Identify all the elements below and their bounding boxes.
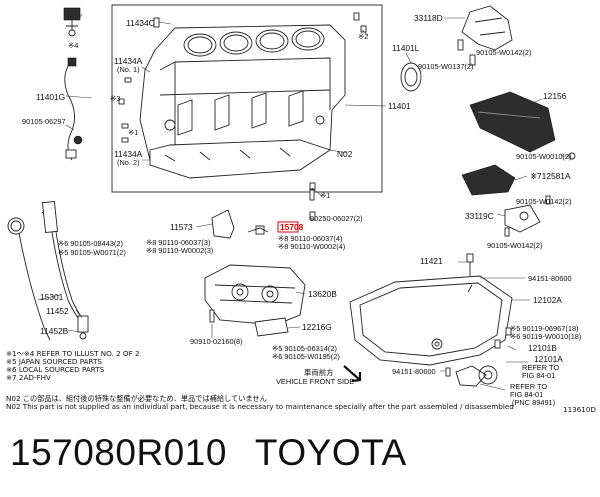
note-n02-jp: N02 この部品は、組付後の特殊な整備が必要なため、単品では補給していません [6,394,267,403]
label-ref4: ※4 [68,41,78,50]
label-ref1: ※1 [320,191,330,200]
label-90110-06037-b: ※8 90110-06037(4) [278,234,342,243]
label-90119-06967: ※5 90119-06967(18) [510,324,579,333]
part-caption: 157080R010 TOYOTA [10,432,600,492]
label-90105-W0195: ※6 90105-W0195(2) [272,352,340,361]
part-labels: 11434C 11434A (No. 1) 11434A (No. 2) 114… [22,13,581,407]
label-11401: 11401 [388,101,411,111]
label-90105-W0010: 90105-W0010(2) [516,152,571,161]
label-12101A: 12101A [534,354,563,364]
label-90105-W0137: 90105-W0137(2) [418,62,473,71]
figure-id: 113610D [563,405,596,414]
label-11452B: 11452B [40,326,69,336]
label-33119C: 33119C [465,211,494,221]
label-refer-1: REFER TO [522,363,559,372]
label-90105-W0071: ※5 90105-W0071(2) [58,248,126,257]
label-12101B: 12101B [528,343,557,353]
label-12102A: 12102A [533,295,562,305]
brand-name: TOYOTA [254,432,407,473]
label-11452: 11452 [46,306,69,316]
label-12581A: ※712581A [530,171,571,181]
oil-pump-cover-drawing [469,91,576,160]
label-12156: 12156 [543,91,567,101]
front-arrow-icon [343,365,362,383]
note-3: ※6 LOCAL SOURCED PARTS [6,365,105,374]
label-90110-W0002-a: ※8 90110-W0002(3) [146,246,213,255]
block-plugs-drawing [118,12,367,190]
label-11401L: 11401L [392,43,420,53]
label-12216G: 12216G [302,322,332,332]
label-no1: (No. 1) [117,65,140,74]
label-94151-80600-a: 94151-80600 [528,274,572,283]
oil-pan-drawing [349,253,513,366]
label-13620B: 13620B [308,289,337,299]
crank-sensor-drawing [63,7,83,161]
label-refer-2b: FIG 84-01 [510,390,543,399]
label-90105-W0142-c: 90105-W0142(2) [487,241,542,250]
front-side-en: VEHICLE FRONT SIDE [276,377,354,386]
label-33118D: 33118D [414,13,443,23]
label-90110-W0002-b: ※8 90110-W0002(4) [278,242,345,251]
label-N02: N02 [337,149,353,159]
label-90119-W0010: ※6 90119-W0010(18) [510,332,581,341]
label-11434A-1: 11434A [114,56,143,66]
oil-nozzle-drawing [247,189,316,233]
exhaust-bracket-drawing [445,365,498,387]
note-1: ※1～※4 REFER TO ILLUST NO. 2 OF 2 [6,349,140,358]
label-90250-06027: 90250-06027(2) [310,214,363,223]
label-90105-06314: ※5 90105-06314(2) [272,344,337,353]
label-15708-highlighted: 15708 [280,222,304,232]
cylinder-block-frame [111,4,383,193]
label-ref2: ※2 [358,32,368,41]
label-90910-02160: 90910-02160(8) [190,337,243,346]
label-ref3: ※3 [110,94,120,103]
highlight-box [277,221,299,233]
label-11434C: 11434C [126,18,155,28]
label-11421: 11421 [420,256,443,266]
label-90105-06297: 90105-06297 [22,117,66,126]
parts-diagram: 11434C 11434A (No. 1) 11434A (No. 2) 114… [6,4,596,414]
label-90105-W0142-b: 90105-W0142(2) [516,197,571,206]
cover-581-drawing [461,164,516,196]
front-side-jp: 車両前方 [304,368,334,377]
label-refer-2: REFER TO [510,382,547,391]
label-15301: 15301 [40,292,64,302]
label-90110-06037-a: ※8 90110-06037(3) [146,238,210,247]
bracket-33119-drawing [504,195,551,237]
label-90105-W0142-a: 90105-W0142(2) [476,48,531,57]
label-11573: 11573 [170,222,193,232]
mount-bracket-drawing [457,5,513,66]
cylinder-block-drawing [139,24,346,179]
dipstick-drawing [7,200,89,341]
balance-shaft-drawing [204,264,306,337]
diagram-drawing: 11434C 11434A (No. 1) 11434A (No. 2) 114… [6,4,596,414]
note-4: ※7 2AD-FHV [6,373,51,382]
label-11434A-2: 11434A [114,149,143,159]
note-2: ※5 JAPAN SOURCED PARTS [6,357,102,366]
notes: ※1～※4 REFER TO ILLUST NO. 2 OF 2 ※5 JAPA… [6,349,596,414]
label-94151-80600-b: 94151-80600 [392,367,436,376]
part-number: 157080R010 [10,432,227,473]
baffle-plate-drawing [211,209,265,239]
note-n02-en: N02 This part is not supplied as an indi… [6,402,514,411]
label-refer-1b: FIG 84-01 [522,371,555,380]
label-refer-2c: (PNC 89491) [512,398,555,407]
label-ref1b: ※1 [128,128,138,137]
label-90105-08443: ※6 90105-08443(2) [58,239,123,248]
label-11401G: 11401G [36,92,65,102]
label-no2: (No. 2) [117,158,140,167]
